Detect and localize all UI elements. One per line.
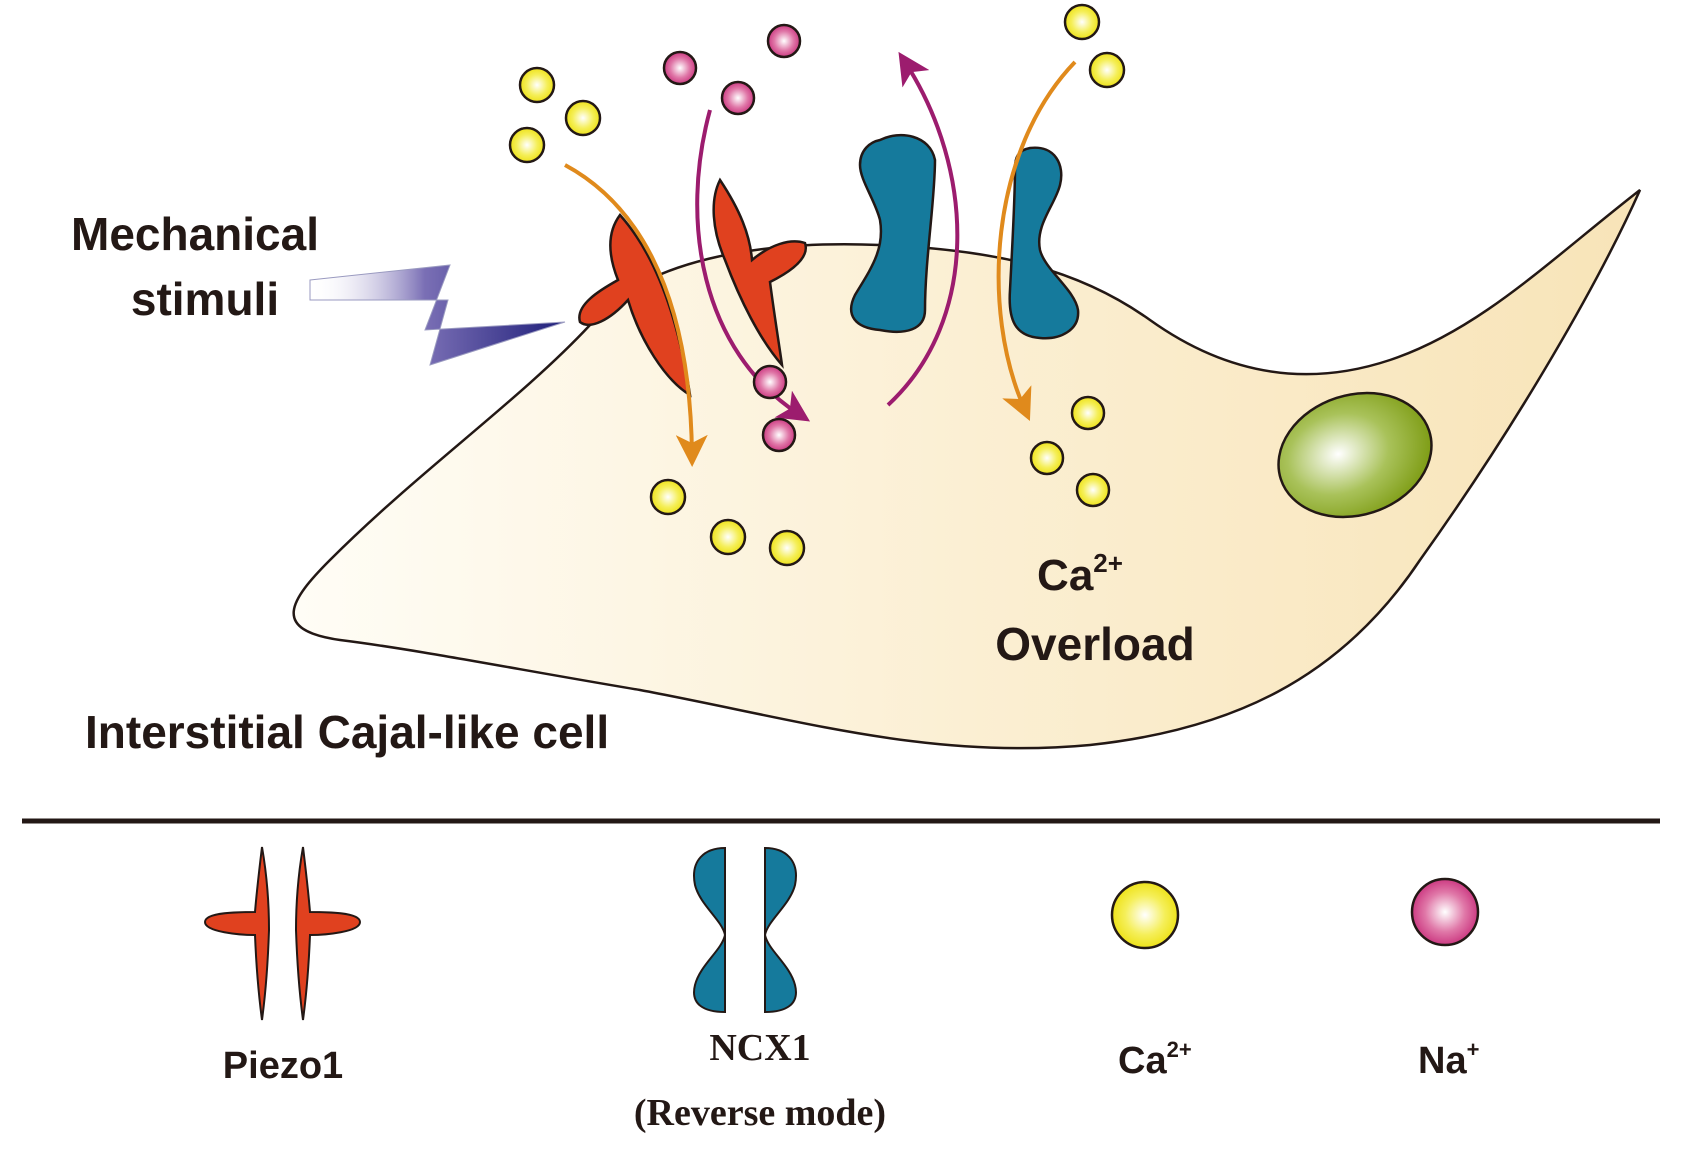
piezo1-channel-right: [712, 177, 807, 369]
sodium-efflux-arrow: [886, 51, 960, 407]
stimulus-label-line2: stimuli: [131, 273, 279, 325]
calcium-influx-arrow-piezo1: [564, 163, 708, 467]
sodium-ion-icon: [752, 364, 788, 400]
sodium-ion-icon: [761, 417, 797, 453]
mechanical-stimulus-bolt-icon: [309, 264, 566, 366]
cell-label: Interstitial Cajal-like cell: [85, 706, 609, 758]
calcium-ion-icon: [1075, 472, 1111, 508]
legend-item-piezo1: Piezo1: [203, 846, 362, 1087]
calcium-ion-icon: [1063, 3, 1101, 41]
calcium-ions-intracellular: [649, 395, 1111, 567]
ncx1-exchanger-right: [1008, 146, 1080, 340]
legend-label-sodium-sup: +: [1467, 1037, 1480, 1062]
calcium-ion-icon: [1070, 395, 1106, 431]
overload-label-base: Ca: [1037, 551, 1094, 600]
ncx1-exchanger-icon: [693, 846, 797, 1014]
sodium-ions-intracellular: [752, 364, 797, 453]
calcium-ion-icon: [1088, 51, 1126, 89]
calcium-ion-icon: [564, 99, 602, 137]
sodium-ion-icon: [1410, 877, 1480, 947]
nucleus: [1277, 391, 1433, 519]
legend-item-ncx1: NCX1 (Reverse mode): [634, 846, 886, 1134]
legend-label-calcium: Ca2+: [1118, 1037, 1192, 1082]
calcium-influx-arrow-ncx1: [996, 60, 1077, 421]
calcium-ion-icon: [768, 529, 806, 567]
piezo1-channel-icon: [203, 846, 362, 1021]
legend-label-piezo1: Piezo1: [223, 1045, 343, 1087]
calcium-ion-icon: [709, 518, 747, 556]
legend-sublabel-ncx1: (Reverse mode): [634, 1092, 886, 1134]
cell-body: [292, 189, 1642, 750]
overload-label-sup: 2+: [1093, 548, 1123, 578]
legend-item-calcium: Ca2+: [1110, 880, 1192, 1082]
calcium-ion-icon: [508, 126, 546, 164]
calcium-ions-extracellular-left: [508, 66, 602, 164]
legend-label-calcium-sup: 2+: [1167, 1037, 1192, 1062]
legend-label-calcium-base: Ca: [1118, 1040, 1167, 1082]
calcium-ion-icon: [518, 66, 556, 104]
legend-label-ncx1: NCX1: [709, 1027, 810, 1069]
calcium-ion-icon: [649, 478, 687, 516]
stimulus-label-line1: Mechanical: [71, 208, 319, 260]
legend-item-sodium: Na+: [1410, 877, 1480, 1082]
calcium-ion-icon: [1110, 880, 1180, 950]
ncx1-exchanger-left: [849, 133, 937, 334]
sodium-ions-extracellular: [662, 23, 802, 116]
sodium-ion-icon: [766, 23, 802, 59]
overload-label-line2: Overload: [995, 618, 1194, 670]
legend-label-sodium-base: Na: [1418, 1040, 1467, 1082]
calcium-ions-extracellular-right: [1063, 3, 1126, 89]
sodium-ion-icon: [720, 80, 756, 116]
legend-label-sodium: Na+: [1418, 1037, 1479, 1082]
sodium-ion-icon: [662, 50, 698, 86]
calcium-ion-icon: [1029, 440, 1065, 476]
overload-label-line1: Ca2+: [1037, 548, 1123, 600]
